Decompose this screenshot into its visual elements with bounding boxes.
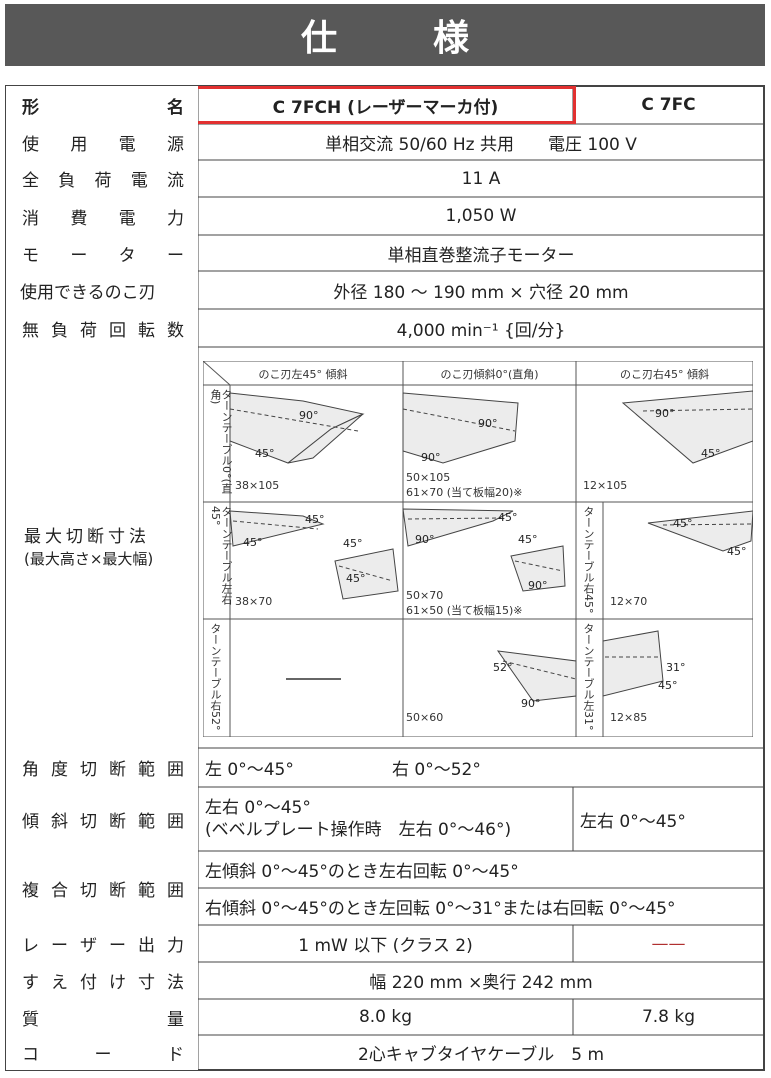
compound-cut-line1: 左傾斜 0°～45°のとき左右回転 0°～45° — [205, 862, 519, 882]
angle-cut-label: 角度切断範囲 — [6, 748, 198, 787]
col-head-0: のこ刃傾斜0°(直角) — [440, 368, 539, 381]
weight-label: 質量 — [6, 999, 198, 1035]
cord-label: コード — [6, 1035, 198, 1070]
speed-value: 4,000 min⁻¹ {回/分} — [396, 320, 566, 341]
mount-value: 幅 220 mm ×奥行 242 mm — [369, 973, 593, 993]
compound-cut-line2: 右傾斜 0°～45°のとき左回転 0°～31°または右回転 0°～45° — [205, 899, 676, 919]
bevel-cut-label: 傾斜切断範囲 — [6, 787, 198, 851]
angle-45: 45° — [498, 511, 518, 524]
angle-90: 90° — [655, 407, 675, 420]
value-r2c3: 12×70 — [610, 595, 648, 608]
blade-value: 外径 180 ～ 190 mm × 穴径 20 mm — [333, 282, 629, 303]
angle-45: 45° — [727, 545, 747, 558]
consumption-label: 消費電力 — [6, 197, 198, 235]
consumption-value: 1,050 W — [445, 206, 517, 226]
row-label-r52: ターンテーブル右52° — [209, 623, 222, 731]
cord-value: 2心キャブタイヤケーブル 5 m — [357, 1045, 605, 1065]
cutting-diagram: のこ刃左45° 傾斜 のこ刃傾斜0°(直角) のこ刃右45° 傾斜 ターンテーブ… — [203, 361, 753, 737]
angle-45: 45° — [343, 537, 363, 550]
angle-45: 45° — [346, 572, 366, 585]
row-label-r45: ターンテーブル右45° — [582, 506, 595, 614]
laser-label: レーザー出力 — [6, 925, 198, 962]
bevel-cut-b: 左右 0°～45° — [580, 811, 686, 832]
compound-cut-label: 複合切断範囲 — [6, 851, 198, 925]
value-r1c3: 12×105 — [583, 479, 628, 492]
weight-value-b: 7.8 kg — [641, 1007, 696, 1027]
angle-52: 52° — [493, 661, 513, 674]
row-label-l31: ターンテーブル左31° — [582, 623, 595, 731]
col-head-right45: のこ刃右45° 傾斜 — [620, 368, 709, 381]
value-r2c1: 38×70 — [235, 595, 273, 608]
angle-cut-left: 左 0°～45° — [205, 760, 294, 780]
angle-45: 45° — [255, 447, 275, 460]
mount-label: すえ付け寸法 — [6, 962, 198, 999]
angle-45: 45° — [658, 679, 678, 692]
angle-90: 90° — [528, 579, 548, 592]
value-r3c2: 50×60 — [406, 711, 444, 724]
diagram-grid — [203, 361, 753, 737]
row-label-lr45: ターンテーブル左右45° — [209, 506, 233, 605]
model-b: C 7FC — [641, 95, 696, 115]
power-value: 単相交流 50/60 Hz 共用 電圧 100 V — [325, 134, 637, 155]
angle-90: 90° — [415, 533, 435, 546]
angle-90: 90° — [521, 697, 541, 710]
row-label-0: ターンテーブル0°(直角) — [209, 389, 233, 494]
laser-value-b: —— — [651, 933, 686, 954]
value-r2c2a: 50×70 — [406, 589, 444, 602]
model-a: C 7FCH (レーザーマーカ付) — [272, 97, 499, 118]
bevel-cut-a: 左右 0°～45° (ベベルプレート操作時 左右 0°～46°) — [205, 798, 512, 840]
value-r1c2b: 61×70 (当て板幅20)※ — [406, 486, 523, 499]
value-r1c2a: 50×105 — [406, 471, 451, 484]
angle-45: 45° — [673, 517, 693, 530]
angle-90: 90° — [478, 417, 498, 430]
current-label: 全負荷電流 — [6, 160, 198, 197]
angle-45: 45° — [305, 513, 325, 526]
value-r1c1: 38×105 — [235, 479, 280, 492]
max-cut-label: 最大切断寸法 (最大高さ×最大幅) — [6, 347, 198, 748]
angle-45: 45° — [701, 447, 721, 460]
blade-label: 使用できるのこ刃 — [6, 271, 198, 309]
speed-label: 無負荷回転数 — [6, 309, 198, 347]
angle-cut-right: 右 0°～52° — [392, 760, 481, 780]
current-value: 11 A — [461, 168, 501, 189]
angle-31: 31° — [666, 661, 686, 674]
value-r3c3: 12×85 — [610, 711, 648, 724]
header-label: 形名 — [6, 86, 198, 124]
power-label: 使用電源 — [6, 124, 198, 160]
value-r2c2b: 61×50 (当て板幅15)※ — [406, 604, 523, 617]
motor-label: モーター — [6, 235, 198, 271]
angle-90: 90° — [421, 451, 441, 464]
page-title: 仕 様 — [5, 4, 765, 66]
angle-45: 45° — [518, 533, 538, 546]
col-head-left45: のこ刃左45° 傾斜 — [258, 368, 348, 381]
angle-90: 90° — [299, 409, 319, 422]
angle-45: 45° — [243, 536, 263, 549]
weight-value-a: 8.0 kg — [358, 1007, 413, 1027]
motor-value: 単相直巻整流子モーター — [387, 245, 575, 266]
laser-value-a: 1 mW 以下 (クラス 2) — [298, 936, 473, 956]
